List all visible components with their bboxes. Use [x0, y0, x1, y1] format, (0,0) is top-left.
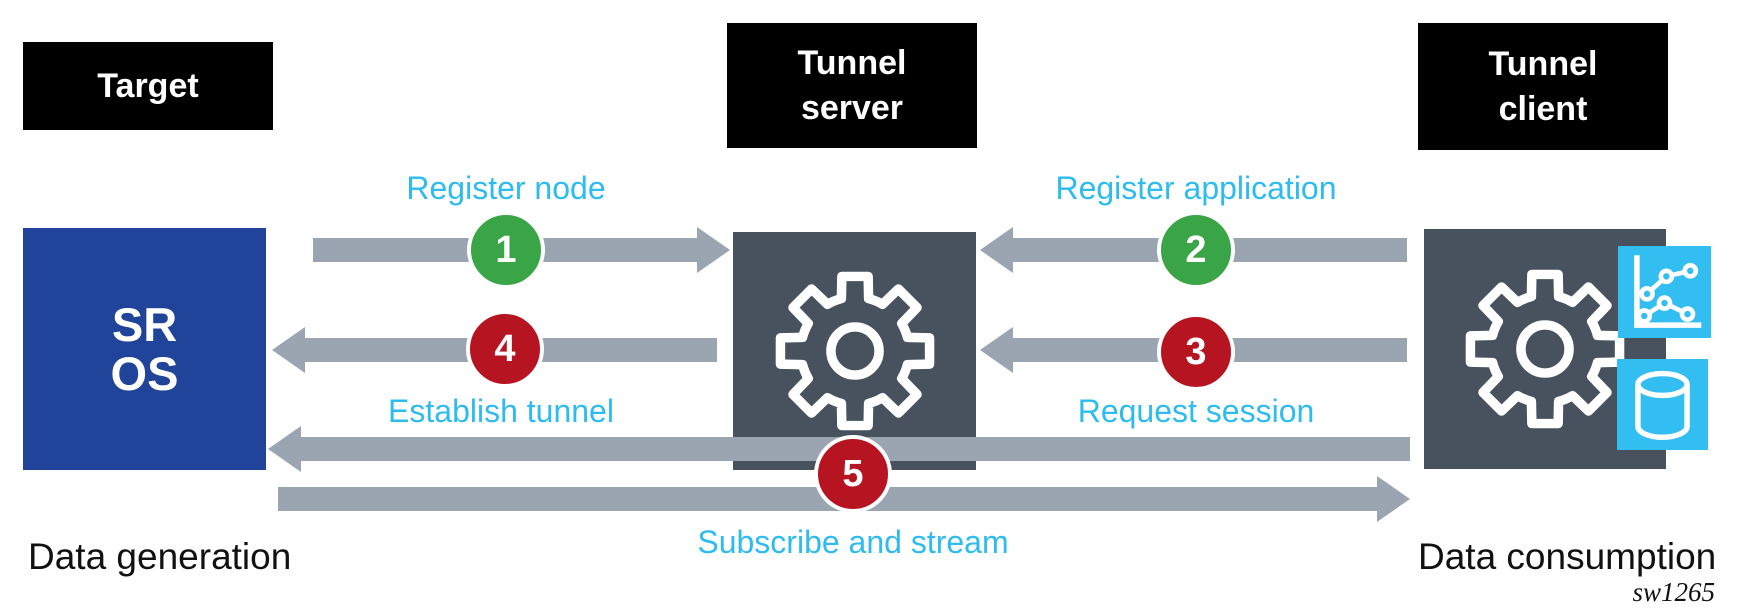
- step-badge-3: 3: [1157, 313, 1235, 391]
- gear-icon: [775, 271, 934, 431]
- line-chart-icon: [1618, 246, 1711, 338]
- label-subscribe-and-stream: Subscribe and stream: [697, 524, 1009, 560]
- step-badge-1: 1: [467, 211, 545, 289]
- sros-node: SR OS: [23, 228, 266, 470]
- label-establish-tunnel: Establish tunnel: [388, 393, 614, 429]
- target-header-box: Target: [23, 42, 273, 130]
- step-badge-5: 5: [814, 435, 892, 513]
- database-icon: [1617, 359, 1708, 450]
- arrowhead-left-icon: [272, 327, 305, 373]
- arrowhead-left-icon: [980, 327, 1013, 373]
- arrowhead-left-icon: [980, 227, 1013, 273]
- label-request-session: Request session: [1077, 393, 1315, 429]
- arrowhead-left-icon: [268, 426, 301, 472]
- step-badge-4: 4: [466, 310, 544, 388]
- tunnel-client-header-box: Tunnel client: [1418, 23, 1668, 150]
- gear-icon: [1465, 269, 1625, 429]
- tunnel-server-header-box: Tunnel server: [727, 23, 977, 148]
- arrowhead-right-icon: [697, 227, 730, 273]
- figure-id-watermark: sw1265: [1632, 577, 1715, 607]
- step-badge-2: 2: [1157, 211, 1235, 289]
- arrowhead-right-icon: [1377, 476, 1410, 522]
- caption-data-generation: Data generation: [28, 536, 292, 577]
- label-register-application: Register application: [1055, 170, 1337, 206]
- label-register-node: Register node: [406, 170, 606, 206]
- tunnel-server-node: [733, 232, 976, 470]
- caption-data-consumption: Data consumption: [1418, 536, 1717, 577]
